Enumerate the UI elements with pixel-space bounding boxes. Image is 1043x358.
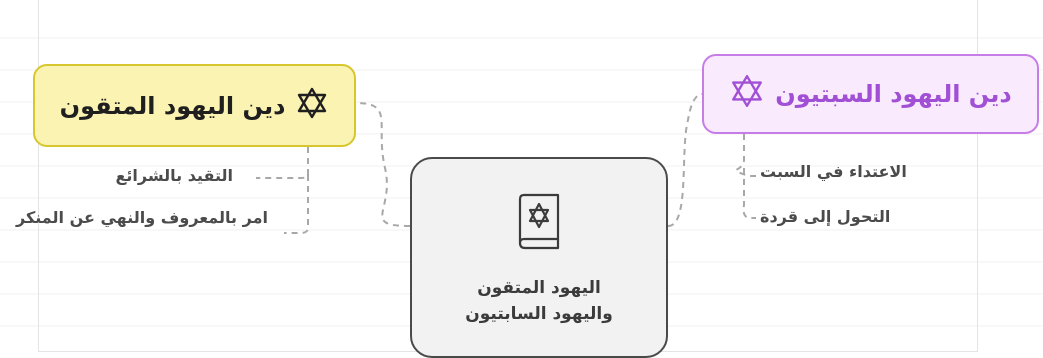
left-branch-title: دين اليهود المتقون xyxy=(59,91,286,120)
torah-book-star-icon xyxy=(514,193,564,259)
central-topic-line-1: اليهود المتقون xyxy=(477,278,601,298)
left-leaf-item-1[interactable]: التقيد بالشرائع xyxy=(115,166,233,185)
star-of-david-icon xyxy=(729,73,765,115)
right-leaf-item-1[interactable]: الاعتداء في السبت xyxy=(760,162,907,181)
right-branch-node[interactable]: دين اليهود السبتيون xyxy=(702,54,1039,134)
star-of-david-icon xyxy=(295,86,329,126)
central-topic-node[interactable]: اليهود المتقون واليهود السابتيون xyxy=(410,157,668,358)
left-leaf-item-2[interactable]: امر بالمعروف والنهي عن المنكر xyxy=(16,208,268,227)
right-branch-title: دين اليهود السبتيون xyxy=(775,80,1012,108)
right-leaf-item-2[interactable]: التحول إلى قردة xyxy=(760,207,891,226)
left-branch-node[interactable]: دين اليهود المتقون xyxy=(33,64,356,147)
central-topic-line-2: واليهود السابتيون xyxy=(465,304,613,324)
